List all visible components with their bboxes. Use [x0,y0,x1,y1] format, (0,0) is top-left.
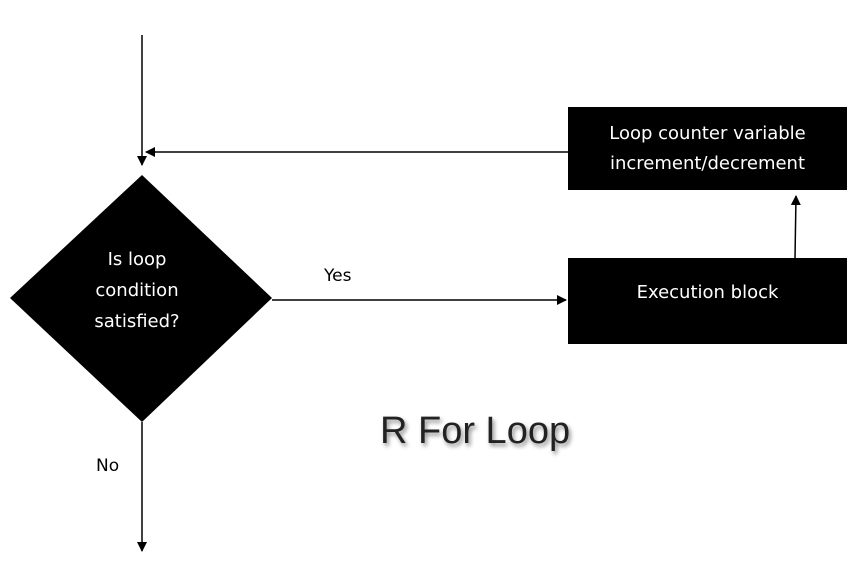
loop-counter-label-line: Loop counter variable [609,122,806,144]
decision-label-line: condition [95,280,179,301]
decision-label-line: satisfied? [94,311,180,332]
decision-label-line: Is loop [107,249,167,270]
loop-counter-label-line: increment/decrement [609,152,806,174]
decision-diamond [10,175,272,422]
loop-counter-label: Loop counter variable increment/decremen… [568,107,847,190]
execution-block-text: Execution block [636,282,779,303]
diagram-title: R For Loop [380,410,571,452]
no-label: No [96,456,120,476]
decision-label: Is loop condition satisfied? [62,244,212,337]
execution-block-label: Execution block [568,258,847,328]
loop-counter-box [568,107,847,190]
yes-label: Yes [324,266,352,286]
execution-block-box [568,258,847,344]
execution-to-counter-arrow [790,195,801,259]
